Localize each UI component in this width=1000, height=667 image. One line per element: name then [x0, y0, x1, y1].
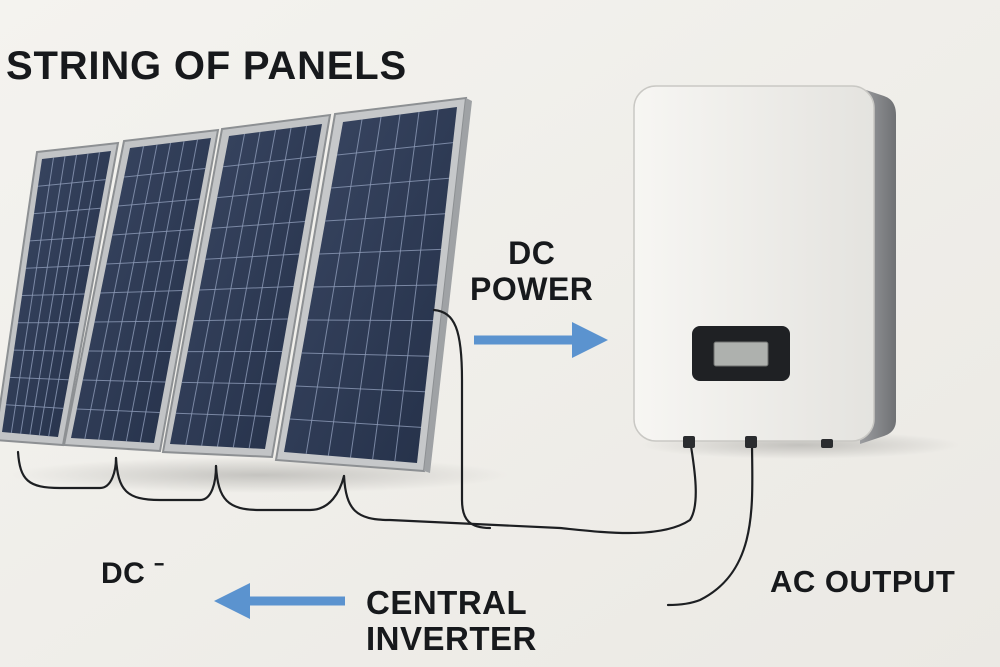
cell-gridline	[94, 320, 177, 323]
cell-gridline	[29, 236, 96, 242]
cell-gridline	[295, 385, 426, 393]
cell-gridline	[25, 264, 90, 269]
cell-gridline	[76, 408, 160, 413]
cable-gland	[683, 436, 695, 448]
cell-gridline	[325, 213, 446, 222]
central-inverter-label-line1: CENTRAL	[366, 584, 528, 621]
cell-gridline	[21, 293, 85, 296]
cell-gridline	[118, 198, 200, 207]
cell-gridline	[217, 188, 311, 199]
cell-gridline	[13, 349, 74, 352]
cell-gridline	[100, 290, 183, 294]
cell-gridline	[124, 168, 206, 178]
cell-gridline	[175, 412, 271, 417]
cell-gridline	[106, 259, 189, 265]
solar-panel	[0, 141, 120, 447]
dc-power-label-line1: DC	[508, 235, 556, 271]
cell-gridline	[223, 156, 317, 168]
cell-gridline	[112, 229, 194, 236]
cell-gridline	[205, 253, 300, 260]
dc-power-label: DC POWER	[470, 235, 594, 308]
cell-gridline	[5, 404, 64, 409]
cable-gland	[821, 439, 833, 448]
panel-cables	[16, 308, 754, 607]
solar-panel	[274, 96, 472, 473]
cell-gridline	[88, 350, 172, 352]
cell-gridline	[199, 286, 294, 291]
cell-gridline	[82, 379, 166, 383]
dc-power-label-line2: POWER	[470, 270, 594, 307]
central-inverter-label-line2: INVERTER	[366, 620, 537, 658]
cell-gridline	[307, 319, 434, 322]
solar-panel	[161, 113, 332, 459]
cell-gridline	[337, 142, 454, 156]
cell-gridline	[331, 177, 450, 189]
ac-output-label: AC OUTPUT	[770, 564, 956, 599]
solar-panel-string	[0, 96, 472, 473]
cell-gridline	[37, 179, 106, 187]
solar-panel	[62, 128, 220, 453]
cell-gridline	[193, 318, 288, 322]
cable-gland	[745, 436, 757, 448]
cell-gridline	[313, 284, 438, 288]
cell-gridline	[9, 376, 69, 381]
cell-gridline	[211, 221, 305, 229]
central-inverter-unit	[633, 85, 960, 459]
central-inverter-label: CENTRAL INVERTER	[366, 584, 537, 658]
cell-gridline	[301, 352, 430, 357]
dc-label: DC ˉ	[101, 557, 165, 590]
cell-gridline	[319, 248, 442, 255]
cell-gridline	[181, 381, 277, 385]
inverter-lcd-screen	[713, 341, 769, 367]
cell-gridline	[289, 418, 422, 428]
cell-gridline	[33, 207, 101, 215]
diagram-title: STRING OF PANELS	[6, 44, 407, 88]
